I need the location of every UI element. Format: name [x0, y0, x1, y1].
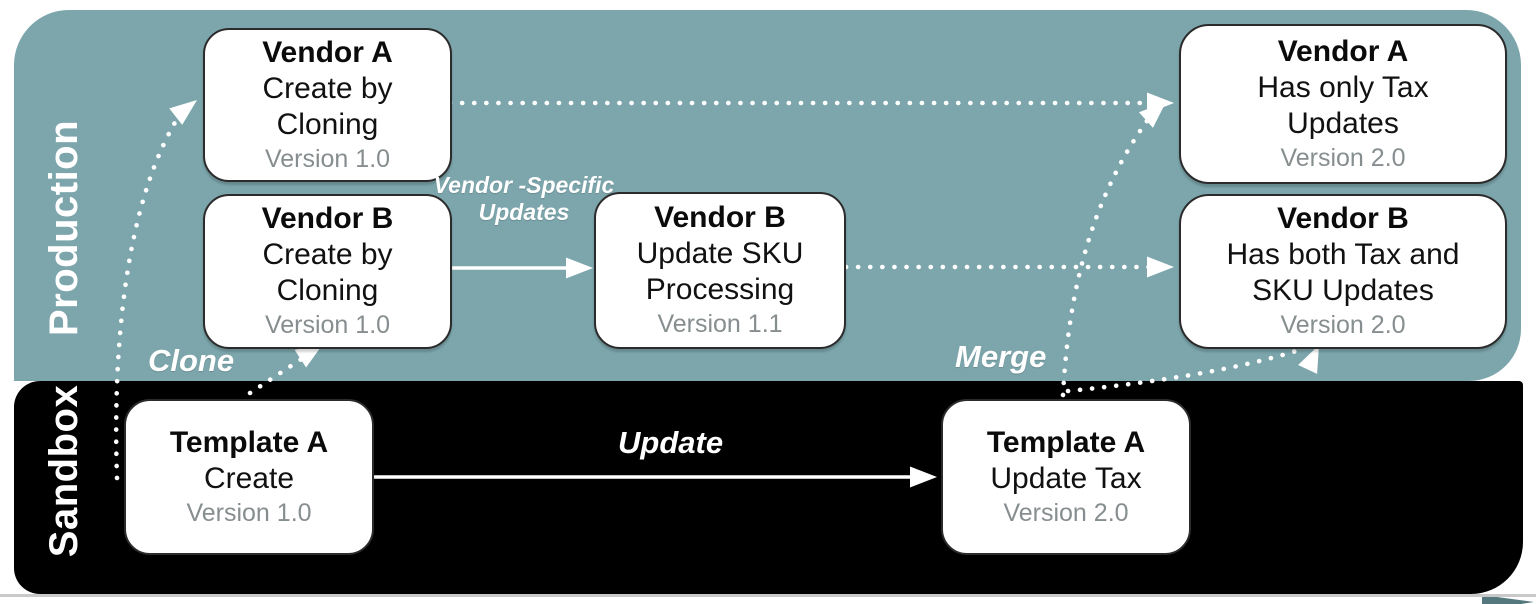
- clone-label: Clone: [148, 343, 235, 378]
- node-vendor-b-sku: Vendor B Update SKU Processing Version 1…: [594, 192, 846, 349]
- node-title: Vendor A: [1277, 34, 1409, 68]
- node-title: Vendor A: [262, 35, 393, 69]
- timeline-baseline: [0, 594, 1536, 597]
- node-line: Has only Tax: [1257, 70, 1429, 104]
- node-title: Template A: [986, 425, 1146, 459]
- vendor-specific-label-line2: Updates: [478, 199, 570, 225]
- update-label: Update: [618, 425, 724, 460]
- node-line: Cloning: [276, 274, 379, 307]
- node-template-a-update: Template A Update Tax Version 2.0: [941, 399, 1191, 555]
- node-line: Update SKU: [636, 237, 804, 270]
- node-vendor-b-final: Vendor B Has both Tax and SKU Updates Ve…: [1179, 194, 1507, 349]
- node-vendor-a-clone: Vendor A Create by Cloning Version 1.0: [203, 28, 452, 182]
- node-line: Create by: [262, 71, 393, 105]
- node-title: Vendor B: [1277, 202, 1409, 235]
- sandbox-lane-label: Sandbox: [42, 384, 86, 558]
- node-title: Template A: [169, 425, 329, 459]
- vendor-specific-label-line1: Vendor -Specific: [433, 172, 615, 198]
- node-title: Vendor B: [654, 201, 786, 234]
- node-version: Version 2.0: [1280, 311, 1406, 339]
- node-title: Vendor B: [261, 202, 394, 235]
- node-version: Version 1.0: [264, 311, 391, 339]
- node-version: Version 2.0: [1280, 143, 1406, 172]
- node-vendor-a-final: Vendor A Has only Tax Updates Version 2.…: [1179, 24, 1507, 184]
- node-line: Has both Tax and: [1226, 238, 1460, 271]
- node-line: Create by: [262, 238, 393, 271]
- node-vendor-b-clone: Vendor B Create by Cloning Version 1.0: [203, 194, 452, 349]
- node-version: Version 1.1: [657, 310, 783, 338]
- node-line: SKU Updates: [1252, 274, 1434, 307]
- node-line: Updates: [1287, 106, 1399, 140]
- node-version: Version 2.0: [1003, 498, 1129, 527]
- node-line: Processing: [645, 273, 795, 306]
- merge-label: Merge: [955, 339, 1047, 374]
- node-version: Version 1.0: [264, 144, 391, 173]
- node-line: Update Tax: [990, 461, 1142, 495]
- node-version: Version 1.0: [186, 498, 312, 527]
- production-lane-label: Production: [42, 119, 86, 337]
- node-line: Create: [203, 461, 295, 495]
- vendor-specific-updates-label: Vendor -Specific Updates: [418, 172, 630, 226]
- node-line: Cloning: [276, 107, 379, 141]
- node-template-a-create: Template A Create Version 1.0: [124, 399, 374, 555]
